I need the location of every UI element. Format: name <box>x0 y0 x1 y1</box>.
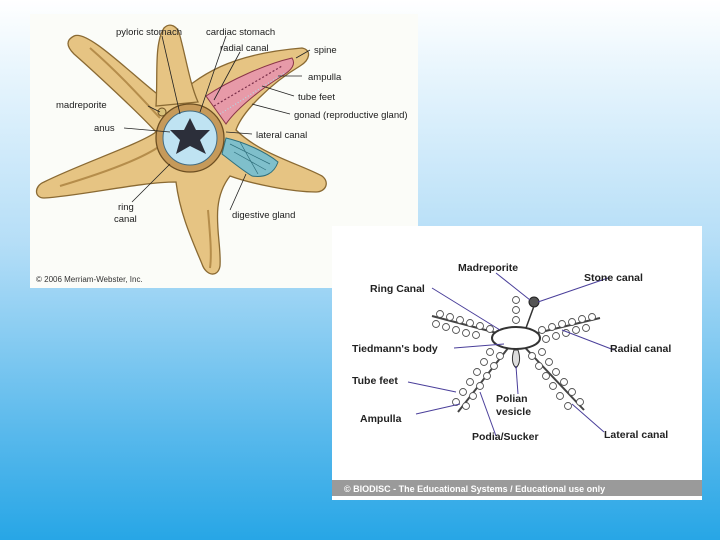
madreporite-shape <box>157 107 167 117</box>
label-pyloric-stomach: pyloric stomach <box>116 27 182 38</box>
label-tiedmanns-body: Tiedmann's body <box>352 343 438 355</box>
tube-feet-arms <box>431 296 601 413</box>
label-radial-canal: radial canal <box>220 43 269 54</box>
label-lateral-canal: lateral canal <box>256 130 307 141</box>
starfish-arm-top <box>155 24 199 107</box>
label-canal: canal <box>114 214 137 225</box>
label-ring-canal-2: Ring Canal <box>370 283 425 295</box>
ring-canal-shape <box>491 326 541 350</box>
water-copyright: © BIODISC - The Educational Systems / Ed… <box>344 484 605 494</box>
pyloric-stomach-shape <box>170 118 210 154</box>
label-tube-feet-2: Tube feet <box>352 375 398 387</box>
starfish-anatomy-diagram: pyloric stomach cardiac stomach radial c… <box>30 14 418 288</box>
label-polian: Polian <box>496 393 528 405</box>
anatomy-illustration: pyloric stomach cardiac stomach radial c… <box>35 24 408 284</box>
label-digestive-gland: digestive gland <box>232 210 295 221</box>
label-gonad: gonad (reproductive gland) <box>294 110 408 121</box>
label-vesicle: vesicle <box>496 406 531 418</box>
anatomy-copyright: © 2006 Merriam-Webster, Inc. <box>36 275 143 284</box>
label-podia-sucker: Podia/Sucker <box>472 431 539 443</box>
label-lateral-canal-2: Lateral canal <box>604 429 668 441</box>
label-cardiac-stomach: cardiac stomach <box>206 27 275 38</box>
label-ampulla-2: Ampulla <box>360 413 402 425</box>
digestive-gland-shape <box>221 137 279 177</box>
label-radial-canal-2: Radial canal <box>610 343 671 355</box>
label-ampulla: ampulla <box>308 72 342 83</box>
label-anus: anus <box>94 123 115 134</box>
label-tube-feet: tube feet <box>298 92 335 103</box>
copyright-strip <box>332 480 702 496</box>
label-ring: ring <box>118 202 134 213</box>
water-vascular-diagram: Madreporite Stone canal Ring Canal Tiedm… <box>332 226 702 500</box>
gonad-shape <box>205 57 295 125</box>
label-stone-canal: Stone canal <box>584 272 643 284</box>
water-vascular-illustration: Madreporite Stone canal Ring Canal Tiedm… <box>332 262 702 496</box>
label-madreporite: madreporite <box>56 100 107 111</box>
madreporite-shape <box>528 296 540 308</box>
label-madreporite-2: Madreporite <box>458 262 518 274</box>
label-spine: spine <box>314 45 337 56</box>
polian-vesicle-shape <box>511 349 521 369</box>
